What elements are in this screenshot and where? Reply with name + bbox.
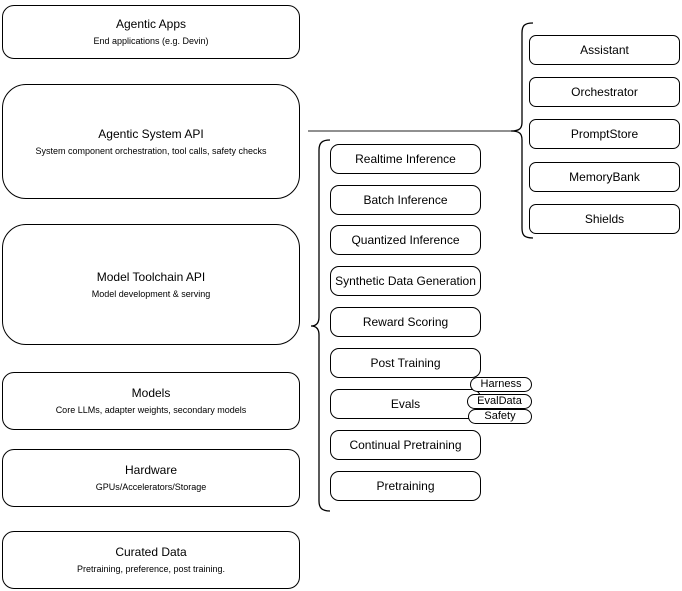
node-title: Curated Data — [115, 545, 187, 559]
component-label: Assistant — [580, 43, 629, 57]
component-label: MemoryBank — [569, 170, 640, 184]
eval-tag-label: EvalData — [477, 395, 522, 407]
node-model-toolchain-api: Model Toolchain API Model development & … — [2, 224, 300, 345]
eval-tag-safety: Safety — [468, 409, 532, 424]
service-label: Continual Pretraining — [349, 438, 462, 452]
node-subtitle: End applications (e.g. Devin) — [93, 36, 209, 46]
node-models: Models Core LLMs, adapter weights, secon… — [2, 372, 300, 430]
node-subtitle: GPUs/Accelerators/Storage — [95, 482, 207, 492]
node-agentic-apps: Agentic Apps End applications (e.g. Devi… — [2, 5, 300, 59]
component-label: PromptStore — [570, 127, 639, 141]
component-box-memorybank: MemoryBank — [529, 162, 680, 192]
toolchain-services-brace — [310, 139, 331, 512]
node-agentic-system-api: Agentic System API System component orch… — [2, 84, 300, 199]
component-box-orchestrator: Orchestrator — [529, 77, 680, 107]
service-label: Batch Inference — [363, 193, 448, 207]
component-box-shields: Shields — [529, 204, 680, 234]
service-box-post-training: Post Training — [330, 348, 481, 378]
service-label: Quantized Inference — [351, 233, 460, 247]
service-box-batch-inference: Batch Inference — [330, 185, 481, 215]
node-title: Agentic System API — [98, 126, 204, 141]
eval-tag-harness: Harness — [470, 377, 532, 392]
service-box-quantized-inference: Quantized Inference — [330, 225, 481, 255]
service-box-synthetic-data-generation: Synthetic Data Generation — [330, 266, 481, 296]
eval-tag-label: Safety — [484, 410, 516, 422]
node-hardware: Hardware GPUs/Accelerators/Storage — [2, 449, 300, 507]
service-box-evals: Evals — [330, 389, 481, 419]
service-box-continual-pretraining: Continual Pretraining — [330, 430, 481, 460]
node-title: Hardware — [124, 463, 178, 477]
component-label: Shields — [584, 212, 625, 226]
node-subtitle: System component orchestration, tool cal… — [35, 145, 267, 156]
node-curated-data: Curated Data Pretraining, preference, po… — [2, 531, 300, 589]
service-label: Realtime Inference — [355, 152, 456, 166]
node-subtitle: Core LLMs, adapter weights, secondary mo… — [55, 405, 247, 415]
service-box-realtime-inference: Realtime Inference — [330, 144, 481, 174]
service-label: Evals — [390, 397, 421, 411]
node-title: Models — [131, 386, 171, 400]
service-label: Post Training — [370, 356, 441, 370]
component-label: Orchestrator — [571, 85, 638, 99]
service-label: Synthetic Data Generation — [335, 274, 476, 288]
service-box-pretraining: Pretraining — [330, 471, 481, 501]
service-label: Pretraining — [376, 479, 435, 493]
node-subtitle: Pretraining, preference, post training. — [76, 564, 226, 574]
component-box-assistant: Assistant — [529, 35, 680, 65]
service-label: Reward Scoring — [362, 315, 449, 329]
service-box-reward-scoring: Reward Scoring — [330, 307, 481, 337]
node-title: Agentic Apps — [115, 17, 187, 31]
node-subtitle: Model development & serving — [91, 288, 211, 299]
node-title: Model Toolchain API — [96, 269, 206, 284]
eval-tag-evaldata: EvalData — [467, 394, 532, 409]
component-box-promptstore: PromptStore — [529, 119, 680, 149]
eval-tag-label: Harness — [480, 378, 522, 390]
